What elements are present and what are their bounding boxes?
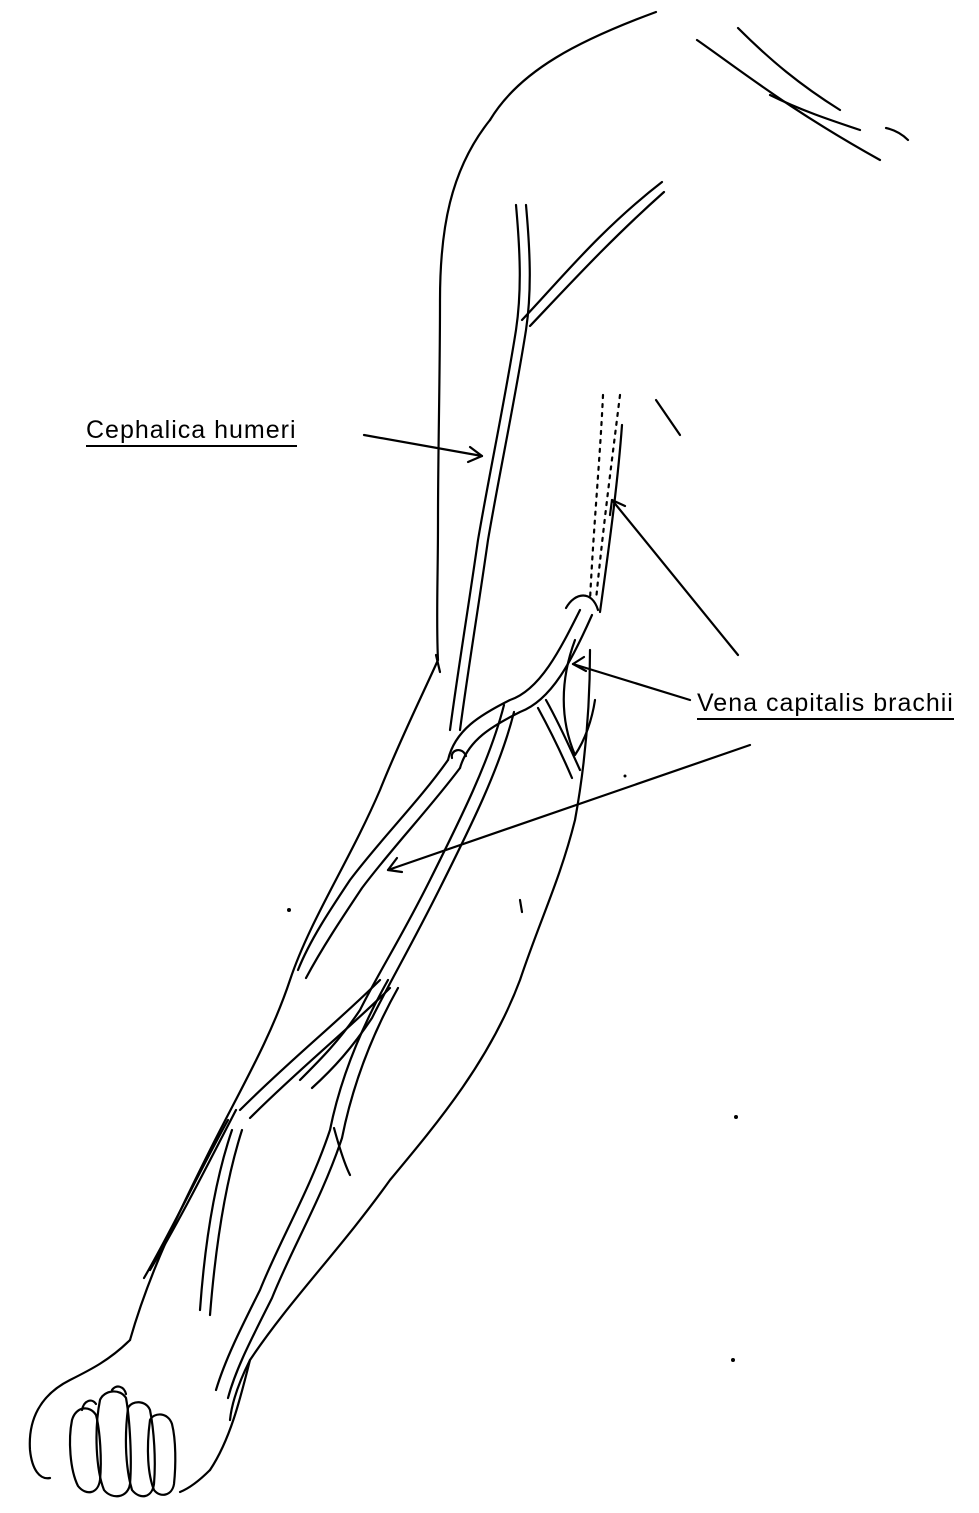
label-vena-capitalis-brachii-text: Vena capitalis brachii (697, 691, 954, 720)
label-cephalica-humeri: Cephalica humeri (86, 418, 297, 447)
arm-outline (130, 120, 590, 1470)
label-vena-capitalis-brachii: Vena capitalis brachii (697, 691, 954, 720)
arrow-cephalica (364, 435, 482, 456)
forearm-veins (144, 610, 595, 1398)
shoulder-lines (490, 12, 908, 435)
arrow-forearm-branch (388, 745, 750, 870)
arrow-upper-vein (612, 500, 738, 655)
hand (30, 1340, 250, 1496)
label-cephalica-humeri-text: Cephalica humeri (86, 418, 297, 447)
stray-marks (287, 775, 738, 1363)
